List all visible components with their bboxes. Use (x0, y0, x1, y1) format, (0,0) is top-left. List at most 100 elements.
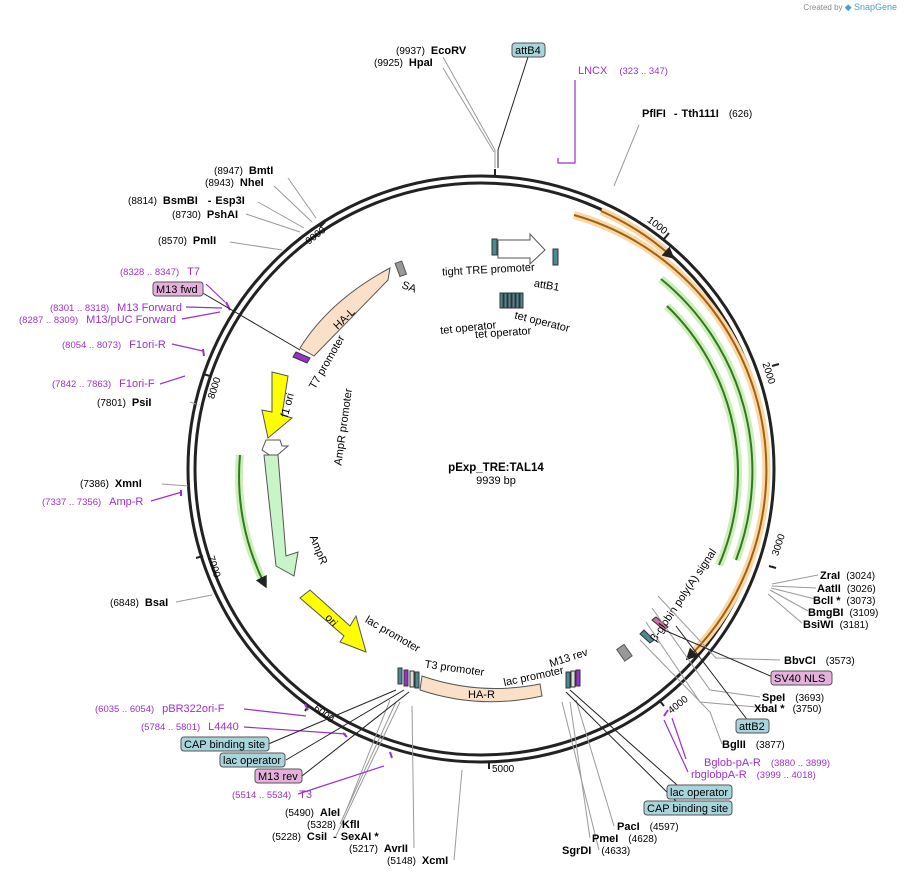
primer-lncx: LNCX(323 .. 347) (578, 65, 668, 77)
site-avrii: (5217)AvrII (349, 843, 408, 855)
sv40nls-box (770, 670, 833, 686)
label-sa: SA (400, 279, 419, 296)
m13fwd-label: M13 fwd (156, 284, 198, 296)
primer-pbr322ori-f: (6035 .. 6054)pBR322ori-F (95, 703, 225, 715)
lacop2-label: lac operator (670, 787, 728, 799)
ha-r-arm (419, 675, 543, 703)
attB1-marker-2 (552, 248, 559, 266)
lacop1-label: lac operator (223, 755, 281, 767)
f1-ori-arrow (261, 371, 294, 439)
primer-t3: (5514 .. 5534)T3 (232, 789, 312, 801)
tight-tre-arrow (497, 232, 546, 266)
primer-amp-r: (7337 .. 7356)Amp-R (42, 496, 143, 508)
site-csii: (5228)CsiI-SexAI * (272, 831, 379, 843)
site-pshai: (8730)PshAI (172, 209, 238, 221)
site-bcli: BclI *(3073) (813, 595, 875, 607)
site-xmni: (7386)XmnI (80, 478, 142, 490)
primer-t7: (8328 .. 8347)T7 (120, 266, 200, 278)
site-pflfi: PflFI-Tth111I(626) (642, 108, 752, 120)
site-xbai: XbaI *(3750) (754, 703, 821, 715)
label-tight-tre: tight TRE promoter (442, 262, 536, 279)
site-sgrdi: SgrDI(4633) (562, 845, 630, 857)
orange-feature-arcs (572, 207, 771, 661)
ampr-promoter-arrow (261, 439, 290, 459)
label-tet-op1: tet operator (440, 319, 498, 337)
site-psii: (7801)PsiI (97, 397, 151, 409)
cap1-box (180, 736, 270, 752)
tick-label-3000: 3000 (770, 532, 787, 557)
site-kfli: (5328)KflI (307, 819, 360, 831)
green-feature-arcs (235, 275, 757, 589)
snapgene-credit: Created by ◆ SnapGene (803, 2, 897, 13)
label-t3-promoter: T3 promoter (424, 659, 485, 679)
cap2-box (643, 800, 733, 816)
plasmid-name: pExp_TRE:TAL14 (448, 462, 544, 474)
site-spei: SpeI(3693) (762, 692, 824, 704)
box-leader-lines (200, 56, 776, 809)
site-hpai: (9925)HpaI (374, 57, 433, 69)
plasmid-length: 9939 bp (476, 475, 516, 487)
site-bglii: BglII(3877) (722, 739, 785, 751)
attB1-marker (491, 238, 498, 256)
ampr-arrow (263, 454, 299, 577)
restriction-site-labels: (9937)EcoRV (9925)HpaI PflFI-Tth111I(626… (80, 45, 878, 867)
attB4-box (511, 42, 546, 58)
label-m13-rev: M13 rev (548, 646, 590, 670)
primer-labels: LNCX(323 .. 347) (8328 .. 8347)T7 (8301 … (19, 65, 830, 801)
primer-rbglobpa-r: rbglobpA-R(3999 .. 4018) (691, 769, 816, 781)
primer-l4440: (5784 .. 5801)L4440 (141, 721, 239, 733)
site-bsiwi: BsiWI(3181) (803, 619, 868, 631)
m13rev-label: M13 rev (258, 771, 298, 783)
site-ecorv: (9937)EcoRV (396, 45, 467, 57)
ori-arrow (299, 589, 367, 653)
attB2-box (735, 718, 770, 734)
inner-features (261, 232, 669, 703)
label-ampr: AmpR (307, 534, 330, 567)
site-bsai: (6848)BsaI (110, 597, 168, 609)
ha-l-arm (299, 267, 391, 357)
boxed-features: attB4 M13 fwd SV40 NLS attB2 CAP binding… (152, 42, 833, 816)
bglob-signal-marker (616, 643, 633, 662)
attB4-label: attB4 (515, 45, 541, 57)
snapgene-logo-icon: ◆ (844, 2, 852, 12)
site-aatii: AatII(3026) (817, 583, 876, 595)
site-bbvci: BbvCI(3573) (784, 655, 855, 667)
site-leader-lines (161, 56, 819, 861)
primer-m13-puc-forward: (8287 .. 8309)M13/pUC Forward (19, 314, 176, 326)
cap1-label: CAP binding site (184, 739, 265, 751)
lac-region-right (565, 669, 581, 689)
site-pmei: PmeI(4628) (592, 833, 657, 845)
m13rev-box (254, 768, 303, 784)
primer-bglob-pa-r: Bglob-pA-R(3880 .. 3899) (704, 757, 830, 769)
lacop2-box (666, 784, 733, 800)
sa-marker (394, 260, 408, 278)
site-bsmbi: (8814)BsmBI-Esp3I (128, 195, 245, 207)
lacop1-box (219, 752, 286, 768)
attB2-label: attB2 (739, 721, 765, 733)
label-lac-promoter1: lac promoter (363, 614, 422, 655)
t7-promoter-marker (292, 351, 311, 364)
site-xcmi: (5148)XcmI (387, 855, 448, 867)
credit-brand: SnapGene (853, 2, 897, 12)
sv40-nls-marker (639, 629, 655, 644)
label-tet-op3: tet operator (475, 325, 532, 341)
m13fwd-box (152, 281, 204, 297)
site-bmgbi: BmgBI(3109) (808, 607, 878, 619)
primer-leader-lines (150, 80, 689, 795)
site-alei: (5490)AleI (285, 807, 340, 819)
site-bmti: (8947)BmtI (214, 165, 273, 177)
label-attB1: attB1 (533, 278, 560, 294)
sv40nls-label: SV40 NLS (774, 673, 825, 685)
label-ampr-promoter: AmpR promoter (332, 387, 355, 466)
site-nhei: (8943)NheI (205, 177, 264, 189)
site-pmli: (8570)PmlI (158, 235, 216, 247)
label-ha-r: HA-R (468, 689, 495, 701)
cap2-label: CAP binding site (647, 803, 728, 815)
primer-f1ori-f: (7842 .. 7863)F1ori-F (52, 378, 155, 390)
primer-m13-forward: (8301 .. 8318)M13 Forward (50, 302, 182, 314)
primer-f1ori-r: (8054 .. 8073)F1ori-R (62, 339, 166, 351)
tick-label-4000: 4000 (666, 694, 691, 717)
tick-marks (195, 169, 780, 769)
lac-region-left (397, 667, 420, 689)
